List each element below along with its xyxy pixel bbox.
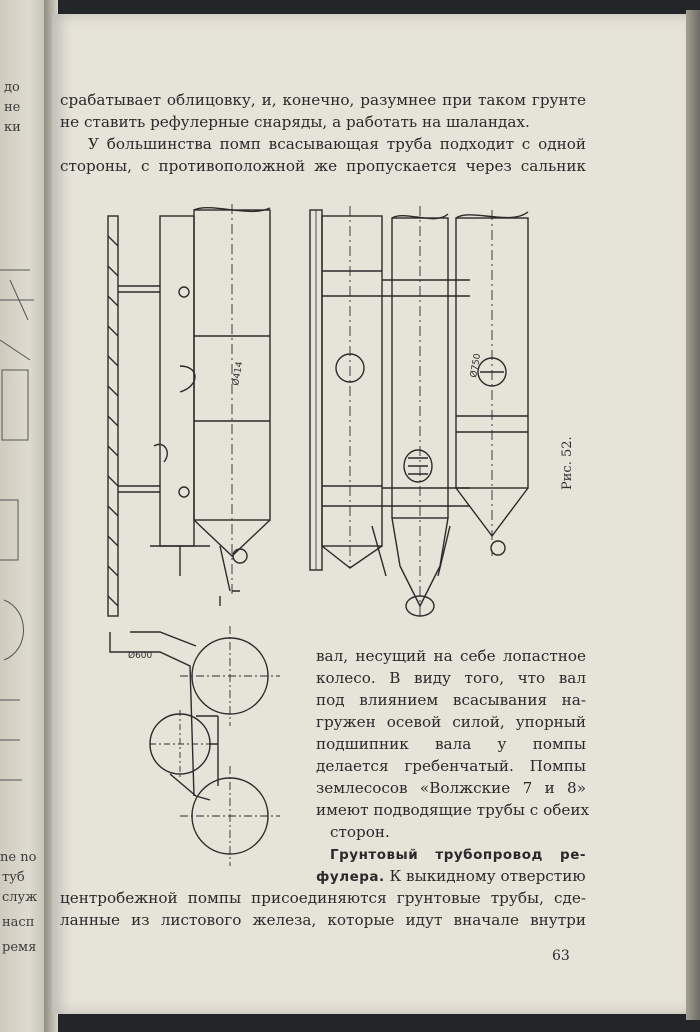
facing-fragment: служ	[2, 890, 38, 905]
dimension-label: Ø414	[230, 360, 245, 386]
column-text-line: колесо. В виду того, что вал	[316, 669, 586, 687]
facing-fragment: ne no	[0, 850, 37, 865]
facing-page-fragment: до не ки ne no туб служ насп ремя	[0, 0, 52, 1032]
pump-technical-drawing: Ø414 Ø750 Ø600	[107, 204, 529, 866]
body-text-line: не ставить рефулерные снаряды, а работат…	[60, 113, 530, 131]
section-heading: фулера.	[316, 869, 385, 885]
column-text-line: имеют подводящие трубы с обеих	[316, 801, 590, 819]
dimension-label: Ø750	[468, 352, 483, 378]
column-text-line: землесосов «Волжские 7 и 8»	[316, 779, 586, 797]
body-text-line: ланные из листового железа, которые идут…	[60, 911, 586, 929]
column-text-line: делается гребенчатый. Помпы	[316, 757, 586, 775]
facing-fragment: ремя	[2, 940, 37, 955]
section-heading: Грунтовый трубопровод ре-	[330, 847, 586, 863]
body-text-line: центробежной помпы присоединяются грунто…	[60, 889, 586, 907]
facing-page-drawing	[0, 269, 34, 781]
facing-fragment: туб	[2, 870, 25, 885]
body-text-line: У большинства помп всасывающая труба под…	[88, 135, 586, 153]
column-text-line: гружен осевой силой, упорный	[316, 713, 586, 731]
column-text-line: под влиянием всасывания на-	[316, 691, 586, 709]
figure-caption: Рис. 52.	[560, 436, 575, 490]
column-text-line: сторон.	[330, 823, 390, 841]
dimension-label: Ø600	[128, 650, 153, 661]
column-text-line: фулера. К выкидному отверстию	[316, 866, 586, 887]
body-text-line: срабатывает облицовку, и, конечно, разум…	[60, 91, 586, 109]
column-text-line: подшипник вала у помпы	[316, 735, 586, 753]
facing-fragment: насп	[2, 915, 35, 930]
book-page	[52, 14, 686, 1014]
page-edge	[686, 10, 700, 1020]
facing-fragment: до	[4, 80, 20, 95]
facing-fragment: ки	[4, 120, 21, 135]
column-text-line: вал, несущий на себе лопастное	[316, 647, 586, 665]
section-heading-line: Грунтовый трубопровод ре-	[330, 844, 586, 865]
facing-fragment: не	[4, 100, 21, 115]
body-text-line: стороны, с противоположной же пропускает…	[60, 157, 586, 175]
page-number: 63	[552, 948, 570, 964]
column-text-run: К выкидному отверстию	[384, 867, 586, 885]
